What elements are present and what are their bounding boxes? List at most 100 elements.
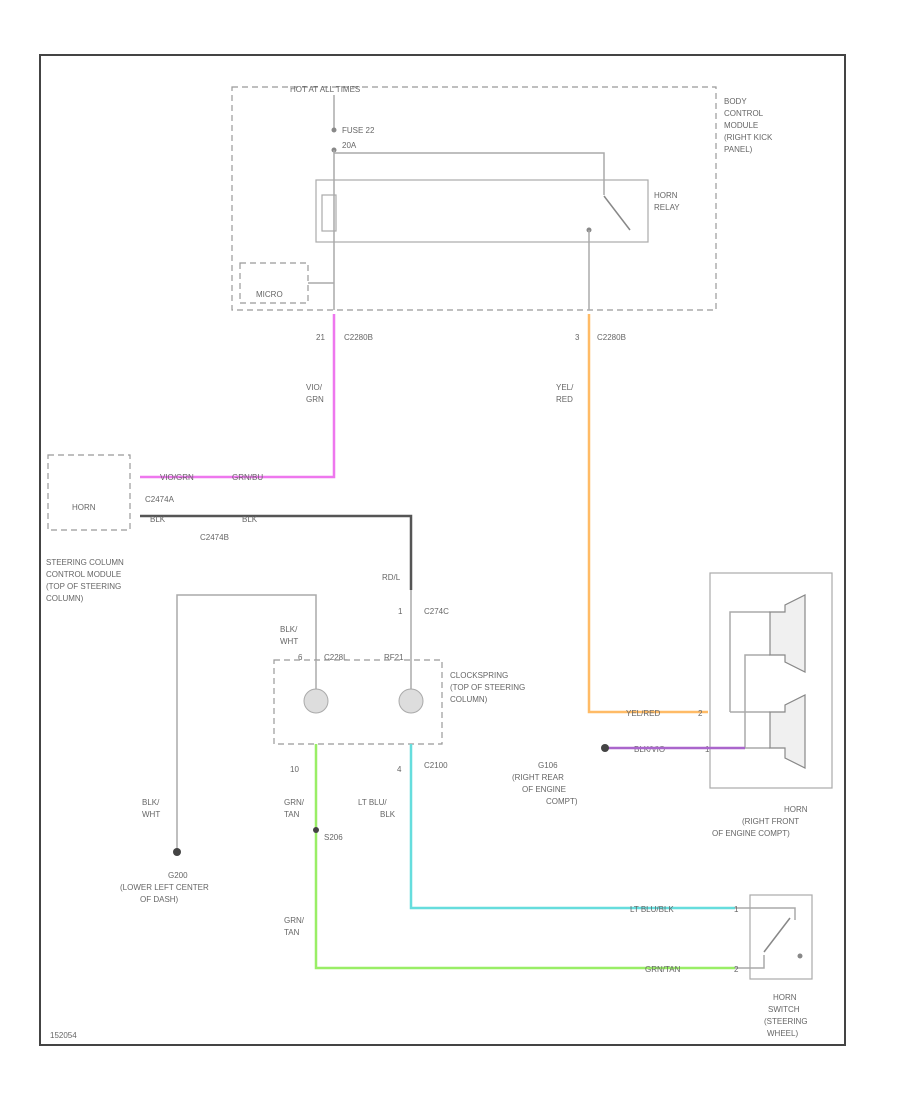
horn-box xyxy=(709,572,833,789)
switch-label-4: WHEEL) xyxy=(767,1029,798,1038)
sccm-line-1: STEERING COLUMN xyxy=(46,558,124,567)
pin-3-label: 3 xyxy=(575,333,580,342)
diagram-frame xyxy=(39,54,846,1046)
sccm-horn-label: HORN xyxy=(72,503,96,512)
splice-s206 xyxy=(313,827,319,833)
wire-ltblu-blk-label-2: BLK xyxy=(380,810,396,819)
horn-speaker-icon-upper xyxy=(769,594,806,673)
clockspring-label-2: (TOP OF STEERING xyxy=(450,683,525,692)
sccm-line-4: COLUMN) xyxy=(46,594,84,603)
horn-label-1: HORN xyxy=(784,805,808,814)
horn-switch-contact xyxy=(797,953,803,959)
bcm-label-2: CONTROL xyxy=(724,109,764,118)
conn-c2280b-label-2: C2280B xyxy=(597,333,626,342)
g200-ground xyxy=(173,848,181,856)
horn-internal-wire-mid xyxy=(744,654,770,748)
figure-id: 152054 xyxy=(50,1031,77,1040)
bcm-label-1: BODY xyxy=(724,97,747,106)
horn-internal-wire-top xyxy=(729,611,770,712)
wire-grn-tan-label-2: TAN xyxy=(284,810,300,819)
switch-label-3: (STEERING xyxy=(764,1017,808,1026)
horn-wire-yelred-label: YEL/RED xyxy=(626,709,660,718)
green-wire xyxy=(314,744,735,970)
horn-speaker-icon-lower xyxy=(769,694,806,769)
g106-label-2: (RIGHT REAR xyxy=(512,773,564,782)
conn-c228l-pin-label: 6 xyxy=(298,653,303,662)
horn-pin-1-label: 1 xyxy=(705,745,710,754)
switch-internal-wire-top xyxy=(735,907,796,920)
wire-vio-grn-label-1: VIO/ xyxy=(306,383,323,392)
clockspring-coil-right xyxy=(398,688,424,714)
sccm-box xyxy=(47,454,131,531)
g106-label-3: OF ENGINE xyxy=(522,785,566,794)
wire-blk-wht-label-4: WHT xyxy=(142,810,160,819)
sccm-conn-a-label: C2474A xyxy=(145,495,175,504)
horn-relay-box xyxy=(315,179,649,243)
pin-21-label: 21 xyxy=(316,333,325,342)
micro-box xyxy=(239,262,309,304)
horn-relay-label-1: HORN xyxy=(654,191,678,200)
black-wire xyxy=(140,514,413,590)
conn-c2100-label: C2100 xyxy=(424,761,448,770)
relay-coil xyxy=(321,194,337,232)
bcm-label-5: PANEL) xyxy=(724,145,753,154)
sccm-wire-blk1-label: BLK xyxy=(150,515,166,524)
wire-rdl-label: RD/L xyxy=(382,573,401,582)
pink-wire xyxy=(140,314,336,479)
sccm-line-3: (TOP OF STEERING xyxy=(46,582,121,591)
pin-1-label: 1 xyxy=(398,607,403,616)
horn-relay-label-2: RELAY xyxy=(654,203,680,212)
wire-yel-red-label-2: RED xyxy=(556,395,573,404)
clockspring-coil-left xyxy=(303,688,329,714)
conn-c2280b-label-1: C2280B xyxy=(344,333,373,342)
clockspring-label-3: COLUMN) xyxy=(450,695,488,704)
g106-ground xyxy=(601,744,609,752)
sccm-wire-pink-label: VIO/GRN xyxy=(160,473,194,482)
cs-pin-top-label: RF21 xyxy=(384,653,404,662)
clockspring-label-1: CLOCKSPRING xyxy=(450,671,508,680)
g200-label-1: G200 xyxy=(168,871,188,880)
horn-switch-box xyxy=(749,894,813,980)
orange-wire xyxy=(587,314,708,714)
horn-wire-blkvio-label: BLK/VIO xyxy=(634,745,665,754)
micro-label: MICRO xyxy=(256,290,283,299)
splice-s206-label: S206 xyxy=(324,833,343,842)
fuse-label: FUSE 22 xyxy=(342,126,375,135)
fuse-terminal-top xyxy=(331,127,337,133)
wire-grn-tan-label-1: GRN/ xyxy=(284,798,305,807)
sccm-line-2: CONTROL MODULE xyxy=(46,570,121,579)
wire-yel-red-label-1: YEL/ xyxy=(556,383,574,392)
relay-feed-wire xyxy=(334,152,605,195)
switch-label-2: SWITCH xyxy=(768,1005,800,1014)
conn-c274c-label: C274C xyxy=(424,607,449,616)
switch-internal-wire-bottom xyxy=(735,955,765,969)
g106-label-1: G106 xyxy=(538,761,558,770)
horn-pin-2-label: 2 xyxy=(698,709,703,718)
wire-vio-grn-label-2: GRN xyxy=(306,395,324,404)
wire-blk-wht-label-1: BLK/ xyxy=(280,625,298,634)
wire-grn-tan-label-3: GRN/ xyxy=(284,916,305,925)
cs-pin-4-label: 4 xyxy=(397,765,402,774)
sw-wire-ltblu-label: LT BLU/BLK xyxy=(630,905,674,914)
clockspring-box xyxy=(273,659,443,745)
bcm-box xyxy=(231,86,717,311)
sccm-conn-b-label: C2474B xyxy=(200,533,229,542)
cyan-wire xyxy=(409,744,735,910)
wire-grn-tan-label-4: TAN xyxy=(284,928,300,937)
sccm-wire-blk2-label: BLK xyxy=(242,515,258,524)
sw-wire-grntan-label: GRN/TAN xyxy=(645,965,681,974)
horn-switch-arm xyxy=(763,917,791,953)
wire-ltblu-blk-label-1: LT BLU/ xyxy=(358,798,387,807)
hot-at-all-times-label: HOT AT ALL TIMES xyxy=(290,85,360,94)
bcm-label-3: MODULE xyxy=(724,121,758,130)
wire-blk-wht-label-3: BLK/ xyxy=(142,798,160,807)
fuse-amps-label: 20A xyxy=(342,141,357,150)
sw-pin-1-label: 1 xyxy=(734,905,739,914)
horn-label-3: OF ENGINE COMPT) xyxy=(712,829,790,838)
cs-pin-10-label: 10 xyxy=(290,765,299,774)
sw-pin-2-label: 2 xyxy=(734,965,739,974)
wire-blk-wht-label-2: WHT xyxy=(280,637,298,646)
relay-switch-arm xyxy=(603,195,631,231)
switch-label-1: HORN xyxy=(773,993,797,1002)
